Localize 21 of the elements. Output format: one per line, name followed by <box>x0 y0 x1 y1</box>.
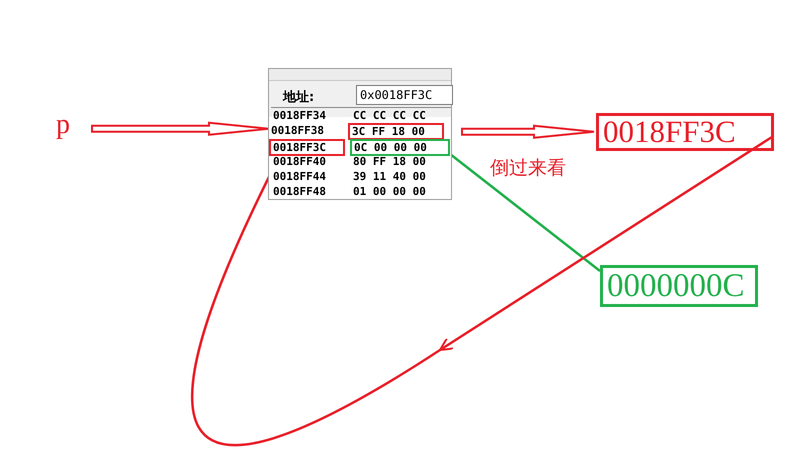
address-cell: 0018FF38 <box>271 124 343 139</box>
byte-cell: 01 00 00 00 <box>353 185 426 198</box>
address-cell: 0018FF48 <box>273 185 326 198</box>
curved-arrow <box>190 136 773 446</box>
highlight-box: 3C FF 18 00 <box>348 123 444 140</box>
address-cell: 0018FF44 <box>273 170 326 183</box>
address-cell: 0018FF40 <box>273 155 326 168</box>
byte-cell: 80 FF 18 00 <box>353 155 426 168</box>
byte-cell: 39 11 40 00 <box>353 170 426 183</box>
address-cell: 0018FF34 <box>273 109 326 122</box>
pointer-label: p <box>56 110 80 142</box>
hollow-arrow <box>91 122 270 136</box>
hollow-arrow <box>461 124 595 139</box>
memory-window <box>268 68 452 200</box>
highlight-box: 0C 00 00 00 <box>350 139 450 156</box>
value-box: 0000000C <box>600 265 758 307</box>
value-box: 0018FF3C <box>596 113 774 151</box>
address-field: 0x0018FF3C <box>356 85 453 105</box>
field-label: 地址: <box>283 89 314 106</box>
byte-cell: CC CC CC CC <box>353 109 426 122</box>
highlight-box: 0018FF3C <box>269 139 345 156</box>
